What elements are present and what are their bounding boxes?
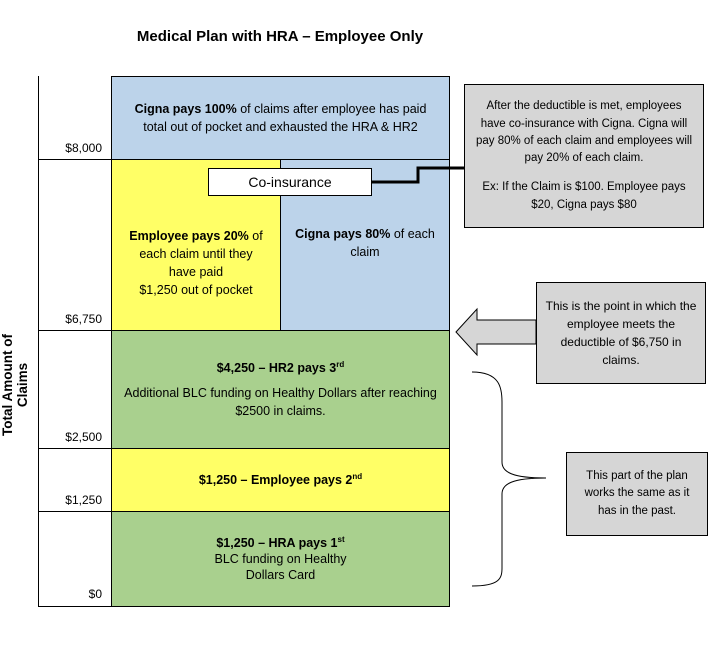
employee-20-text2: have paid <box>168 265 224 279</box>
hr2-sup: rd <box>336 360 345 370</box>
hra-1st-block: $1,250 – HRA pays 1st BLC funding on Hea… <box>111 511 450 607</box>
hra-1st-title: $1,250 – HRA pays 1 <box>216 535 338 550</box>
tick-8000: $8,000 <box>65 141 102 155</box>
gridline-8000 <box>38 159 112 160</box>
cigna-100-bold: Cigna pays 100% <box>134 101 237 116</box>
coinsurance-callout-p1: After the deductible is met, employees h… <box>475 100 693 164</box>
coinsurance-callout-p2: Ex: If the Claim is $100. Employee pays … <box>482 181 686 211</box>
coinsurance-label: Co-insurance <box>208 168 372 196</box>
tick-2500: $2,500 <box>65 430 102 444</box>
deductible-callout-text: This is the point in which the employee … <box>545 299 697 367</box>
hra-1st-line3: Dollars Card <box>245 568 316 583</box>
hr2-block: $4,250 – HR2 pays 3rd Additional BLC fun… <box>111 330 450 449</box>
employee-2nd-sup: nd <box>352 471 363 481</box>
hra-1st-sup: st <box>337 534 345 544</box>
tick-0: $0 <box>88 587 102 601</box>
employee-20-text3: $1,250 out of pocket <box>139 283 253 298</box>
coinsurance-callout: After the deductible is met, employees h… <box>464 84 704 228</box>
employee-20-text: of each claim until they <box>139 228 263 261</box>
hra-1st-line2: BLC funding on Healthy <box>214 551 347 566</box>
past-callout-text: This part of the plan works the same as … <box>584 470 690 517</box>
diagram-title: Medical Plan with HRA – Employee Only <box>136 28 424 45</box>
employee-2nd-block: $1,250 – Employee pays 2nd <box>111 448 450 512</box>
gridline-2500 <box>38 448 112 449</box>
past-brace <box>471 371 547 587</box>
cigna-100-block: Cigna pays 100% of claims after employee… <box>111 76 450 160</box>
cigna-80-text: of each claim <box>350 226 435 259</box>
hr2-title: $4,250 – HR2 pays 3 <box>216 361 337 376</box>
deductible-callout: This is the point in which the employee … <box>536 282 706 384</box>
employee-20-bold: Employee pays 20% <box>129 228 249 243</box>
y-axis-line <box>38 76 39 607</box>
hr2-description: Additional BLC funding on Healthy Dollar… <box>124 385 437 418</box>
tick-6750: $6,750 <box>65 312 102 326</box>
cigna-100-text: of claims after employee has paid total … <box>143 101 427 134</box>
past-callout: This part of the plan works the same as … <box>566 452 708 536</box>
deductible-arrow <box>455 307 537 357</box>
coinsurance-connector-line <box>372 166 465 184</box>
tick-1250: $1,250 <box>65 493 102 507</box>
employee-2nd-title: $1,250 – Employee pays 2 <box>198 473 353 488</box>
x-axis-line <box>38 606 112 607</box>
gridline-6750 <box>38 330 112 331</box>
gridline-1250 <box>38 511 112 512</box>
cigna-80-bold: Cigna pays 80% <box>295 226 391 241</box>
